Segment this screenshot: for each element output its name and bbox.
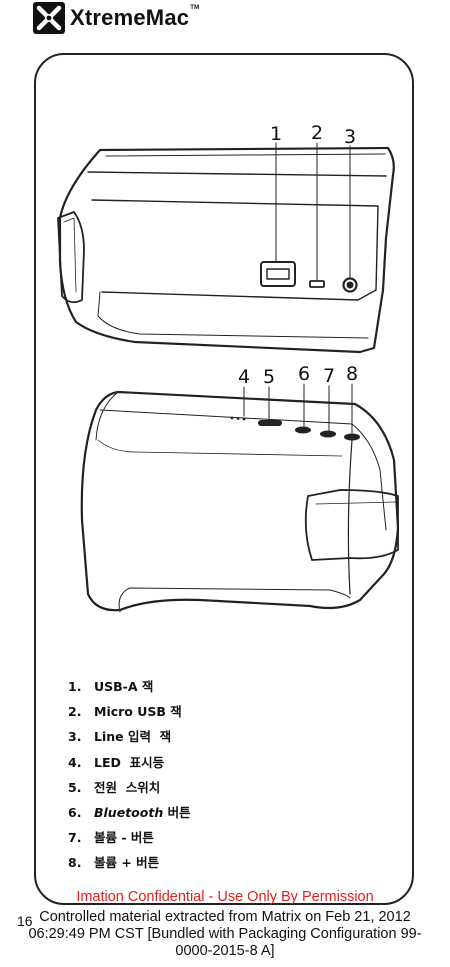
- speaker-front-view: [80, 383, 400, 613]
- callout-6: 6: [298, 363, 310, 385]
- callout-3: 3: [344, 126, 356, 148]
- legend-item: 7.볼륨 - 버튼: [68, 830, 154, 846]
- volume-minus-button-icon: [320, 430, 336, 438]
- parts-legend: 1.USB-A 잭 2.Micro USB 잭 3.Line 입력 잭 4.LE…: [68, 678, 191, 880]
- legend-item: 5.전원 스위치: [68, 779, 161, 795]
- legend-item: 4.LED 표시등: [68, 754, 165, 770]
- brand-name: XtremeMacTM: [70, 5, 200, 30]
- xtrememac-logo-icon: [33, 2, 65, 34]
- page-number: 16: [17, 913, 33, 929]
- legend-item: 8.볼륨 + 버튼: [68, 855, 160, 871]
- callout-4: 4: [238, 366, 250, 388]
- usb-a-port-icon: [260, 261, 296, 287]
- legend-item: 1.USB-A 잭: [68, 679, 154, 694]
- brand-logo: XtremeMacTM: [33, 2, 199, 34]
- volume-plus-button-icon: [344, 433, 360, 441]
- micro-usb-port-icon: [309, 280, 325, 288]
- power-switch-icon: [258, 420, 282, 426]
- callout-8: 8: [346, 363, 358, 385]
- led-indicator-icon: [242, 417, 246, 421]
- speaker-diagram: 1 2 3 4 5 6 7 8: [57, 122, 400, 613]
- legend-item: 2.Micro USB 잭: [68, 704, 182, 720]
- confidential-notice: Imation Confidential - Use Only By Permi…: [76, 889, 374, 905]
- legend-item: 6.Bluetooth 버튼: [68, 804, 191, 820]
- callout-1: 1: [270, 123, 282, 145]
- speaker-rear-view: [57, 142, 395, 354]
- callout-2: 2: [311, 122, 323, 144]
- legend-item: 3.Line 입력 잭: [68, 729, 172, 745]
- bluetooth-button-icon: [295, 426, 311, 434]
- callout-7: 7: [323, 365, 335, 387]
- callout-5: 5: [263, 366, 275, 388]
- footer-notice: Controlled material extracted from Matri…: [28, 909, 422, 959]
- product-diagram-card: [34, 53, 414, 905]
